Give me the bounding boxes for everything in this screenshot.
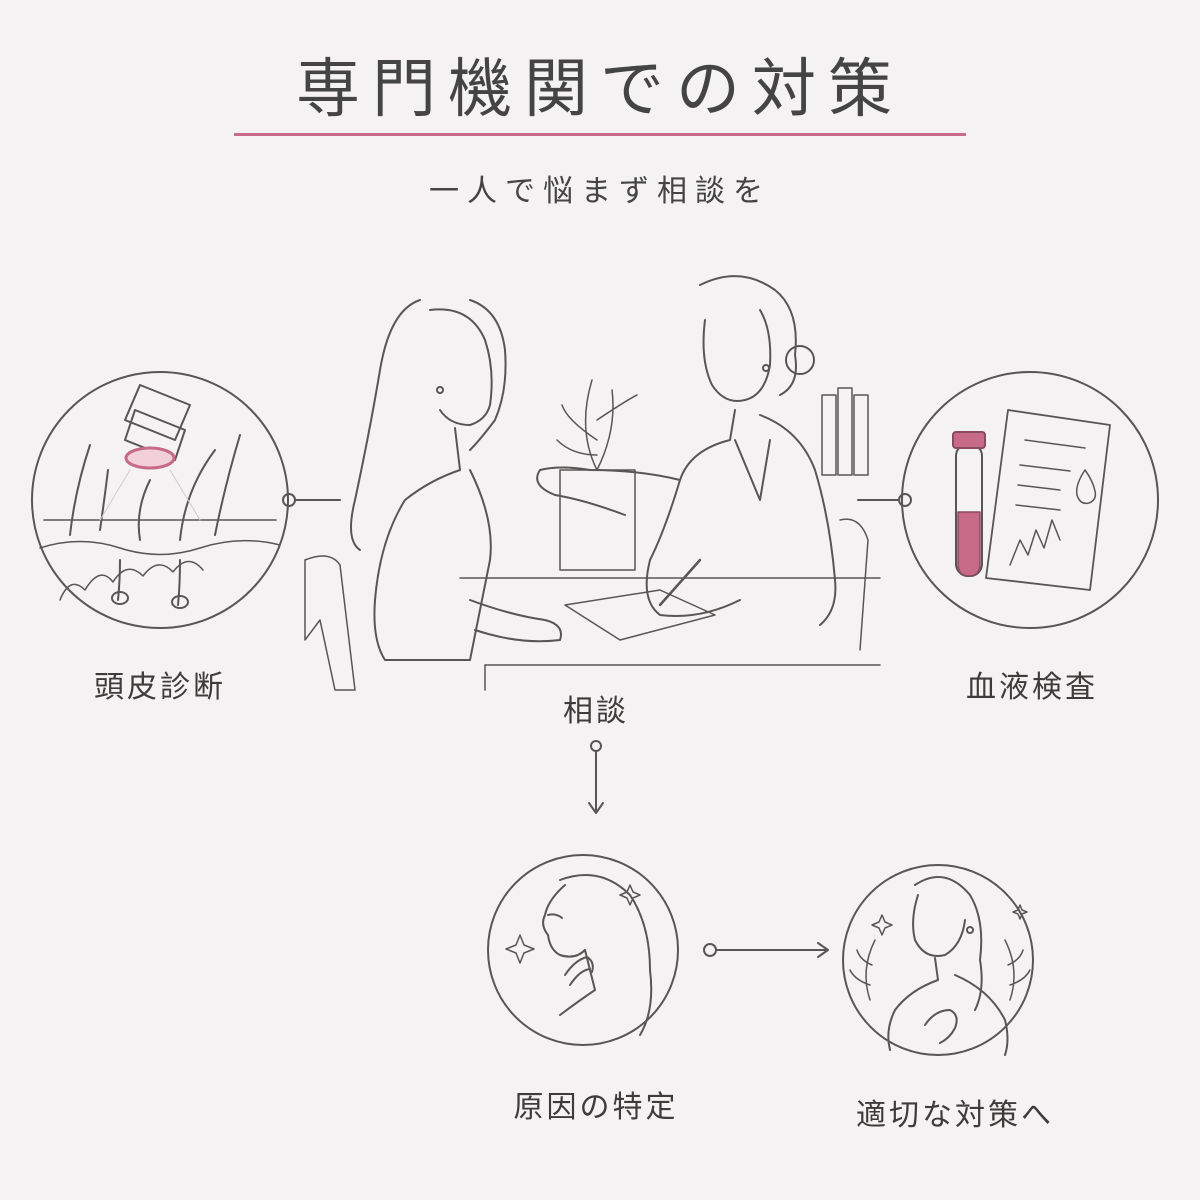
page-title: 専門機関での対策	[296, 53, 904, 127]
title-underline	[234, 133, 966, 136]
arrow-consultation-to-cause	[588, 740, 604, 814]
label-blood-test: 血液検査	[966, 670, 1098, 705]
page-subtitle: 一人で悩まず相談を	[429, 174, 771, 209]
consultation-scene-icon	[304, 275, 881, 691]
scalp-microscope-icon	[31, 371, 289, 629]
smiling-woman-icon	[842, 864, 1034, 1056]
connector-scalp-to-consultation	[282, 493, 341, 507]
blood-test-tube-icon	[901, 371, 1159, 629]
label-scalp-diagnosis: 頭皮診断	[94, 670, 226, 705]
label-consultation: 相談	[563, 694, 629, 729]
label-appropriate-measures: 適切な対策へ	[856, 1098, 1054, 1133]
label-cause-identification: 原因の特定	[513, 1090, 679, 1125]
arrow-cause-to-solution	[703, 942, 829, 958]
woman-touching-neck-icon	[487, 854, 679, 1046]
